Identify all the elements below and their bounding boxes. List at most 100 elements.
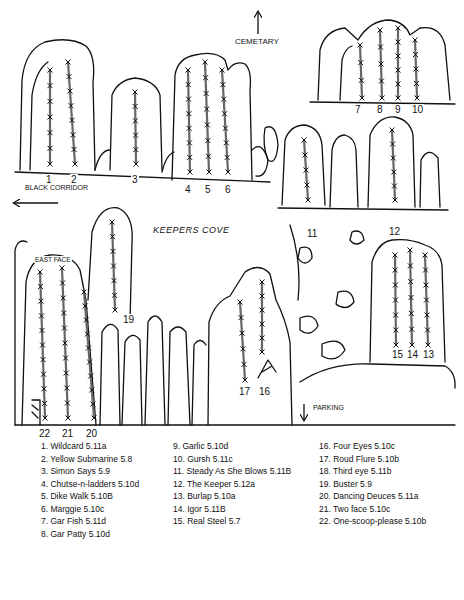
- bolt-mark: [112, 278, 117, 283]
- bolt-mark: [378, 45, 383, 50]
- bolt-mark: [242, 362, 247, 367]
- bolt-mark: [61, 311, 66, 316]
- bolt-mark: [410, 343, 415, 348]
- route-list-item: 9. Garlic 5.10d: [172, 442, 229, 451]
- bolt-mark: [380, 96, 385, 101]
- bolt-mark: [414, 81, 419, 86]
- bolt-mark: [220, 82, 225, 87]
- bolt-mark: [39, 299, 44, 304]
- callout-number: 20: [85, 428, 98, 439]
- bolt-mark: [63, 356, 68, 361]
- bolt-mark: [393, 198, 398, 203]
- route-line: [135, 92, 136, 164]
- bolt-mark: [393, 268, 398, 273]
- bolt-mark: [394, 343, 399, 348]
- bolt-mark: [41, 357, 46, 362]
- callout-number: 7: [354, 104, 362, 115]
- route-list-item: 11. Steady As She Blows 5.11B: [172, 467, 292, 476]
- bolt-mark: [396, 54, 401, 59]
- bolt-mark: [239, 315, 244, 320]
- bolt-mark: [396, 40, 401, 45]
- bolt-mark: [186, 97, 191, 102]
- bolt-mark: [415, 96, 420, 101]
- bolt-mark: [48, 130, 53, 135]
- bolt-mark: [205, 138, 210, 143]
- bolt-mark: [39, 313, 44, 318]
- callout-number: 21: [61, 428, 74, 439]
- route-list-item: 22. One-scoop-please 5.10b: [318, 517, 427, 526]
- bolt-mark: [133, 133, 138, 138]
- callout-number: 16: [258, 386, 271, 397]
- callout-number: 14: [406, 349, 419, 360]
- bolt-mark: [48, 99, 53, 104]
- bolt-mark: [390, 142, 395, 147]
- bolt-mark: [220, 68, 225, 73]
- bolt-mark: [60, 266, 65, 271]
- callout-number: 8: [376, 104, 384, 115]
- bolt-mark: [69, 103, 74, 108]
- route-list-item: 14. Igor 5.11B: [172, 505, 227, 514]
- bolt-mark: [61, 296, 66, 301]
- bolt-mark: [43, 416, 48, 421]
- route-list-item: 6. Marggie 5.10c: [40, 505, 105, 514]
- route-list-item: 15. Real Steel 5.7: [172, 517, 242, 526]
- bolt-mark: [38, 270, 43, 275]
- bolt-mark: [41, 372, 46, 377]
- bolt-mark: [87, 360, 92, 365]
- bolt-mark: [225, 155, 230, 160]
- bolt-mark: [306, 198, 311, 203]
- bolt-mark: [187, 126, 192, 131]
- bolt-mark: [204, 107, 209, 112]
- callout-number: 13: [422, 349, 435, 360]
- route-line: [360, 45, 362, 98]
- bolt-mark: [187, 140, 192, 145]
- route-list-item: 3. Simon Says 5.9: [40, 467, 111, 476]
- bolt-mark: [425, 313, 430, 318]
- callout-number: 22: [38, 428, 51, 439]
- bolt-mark: [70, 118, 75, 123]
- bolt-mark: [304, 168, 309, 173]
- callout-number: 17: [238, 386, 251, 397]
- route-list-item: 8. Gar Patty 5.10d: [40, 530, 111, 539]
- bolt-mark: [360, 96, 365, 101]
- bolt-mark: [413, 38, 418, 43]
- bolt-mark: [423, 268, 428, 273]
- bolt-mark: [203, 75, 208, 80]
- bolt-mark: [238, 300, 243, 305]
- bolt-mark: [42, 386, 47, 391]
- bolt-mark: [424, 298, 429, 303]
- bolt-mark: [66, 416, 71, 421]
- route-line: [62, 268, 68, 418]
- bolt-mark: [85, 332, 90, 337]
- bolt-mark: [134, 162, 139, 167]
- bolt-mark: [393, 298, 398, 303]
- bolt-mark: [92, 416, 97, 421]
- bolt-mark: [396, 68, 401, 73]
- route-list-item: 12. The Keeper 5.12a: [172, 480, 256, 489]
- route-list-item: 7. Gar Fish 5.11d: [40, 517, 107, 526]
- bolt-mark: [359, 78, 364, 83]
- bolt-mark: [425, 328, 430, 333]
- bolt-mark: [133, 90, 138, 95]
- bolt-mark: [303, 153, 308, 158]
- bolt-mark: [42, 401, 47, 406]
- callout-number: 10: [411, 104, 424, 115]
- route-list-item: 16. Four Eyes 5.10c: [318, 442, 396, 451]
- bolt-mark: [379, 62, 384, 67]
- callout-number: 4: [184, 184, 192, 195]
- callout-number: 12: [388, 226, 401, 237]
- callout-number: 6: [224, 184, 232, 195]
- route-list-item: 1. Wildcard 5.11a: [40, 442, 108, 451]
- bolt-mark: [112, 293, 117, 298]
- bolt-mark: [187, 155, 192, 160]
- bolt-mark: [88, 374, 93, 379]
- bolt-mark: [241, 346, 246, 351]
- bolt-mark: [133, 118, 138, 123]
- bolt-mark: [226, 170, 231, 175]
- route-line: [240, 302, 245, 380]
- bolt-mark: [186, 111, 191, 116]
- bolt-mark: [302, 138, 307, 143]
- callout-number: 11: [306, 228, 318, 239]
- callout-number: 9: [394, 104, 402, 115]
- bolt-mark: [65, 401, 70, 406]
